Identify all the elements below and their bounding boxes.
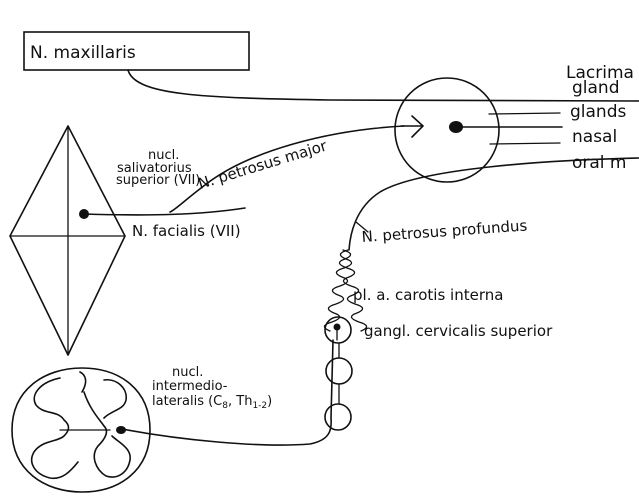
facial-nerve-line xyxy=(83,207,246,216)
deep-petrosal-nerve xyxy=(348,157,639,251)
nucl-inter-line1: nucl. xyxy=(172,365,203,380)
maxillary-nerve-box xyxy=(23,31,250,71)
oral-label: oral m xyxy=(572,153,627,173)
nasal-label: nasal xyxy=(572,127,617,147)
intermediolateral-nucleus-dot xyxy=(116,426,126,434)
plexus-label: pl. a. carotis interna xyxy=(353,286,503,304)
maxillary-nerve-line xyxy=(127,69,639,102)
lacrimal-label-2: gland xyxy=(572,78,620,98)
superior-cervical-ganglion xyxy=(324,316,352,344)
glands-line xyxy=(488,112,561,115)
nucl-saliv-line1: nucl. xyxy=(148,148,179,163)
nucl-saliv-line2: salivatorius xyxy=(117,161,192,176)
nasal-line xyxy=(489,142,561,145)
lacrimal-label-1: Lacrima xyxy=(566,63,634,83)
synapse-fork xyxy=(400,115,424,138)
glands-label: glands xyxy=(570,102,626,122)
pterygopalatine-ganglion xyxy=(394,77,500,183)
rhombus-axes xyxy=(9,125,126,356)
facialis-label: N. facialis (VII) xyxy=(132,222,241,240)
ganglion-label: gangl. cervicalis superior xyxy=(364,322,553,340)
ganglion-cell-body xyxy=(449,121,463,133)
greater-petrosal-nerve xyxy=(169,125,405,213)
preganglionic-fiber xyxy=(121,339,334,446)
nucl-inter-line2: intermedio- xyxy=(152,379,228,394)
inferior-cervical-ganglion xyxy=(324,403,352,431)
maxillary-nerve-label: N. maxillaris xyxy=(30,43,136,63)
middle-cervical-ganglion xyxy=(325,357,353,385)
petrosus-profundus-label: N. petrosus profundus xyxy=(361,216,528,246)
spinal-cord-section xyxy=(11,367,151,493)
nucl-inter-line3: lateralis (C8, Th1-2) xyxy=(152,394,272,411)
petrosus-profundus-tick xyxy=(355,221,369,233)
petrosus-major-label: N. petrosus major xyxy=(196,136,330,193)
nucl-saliv-line3: superior (VII) xyxy=(116,173,200,188)
